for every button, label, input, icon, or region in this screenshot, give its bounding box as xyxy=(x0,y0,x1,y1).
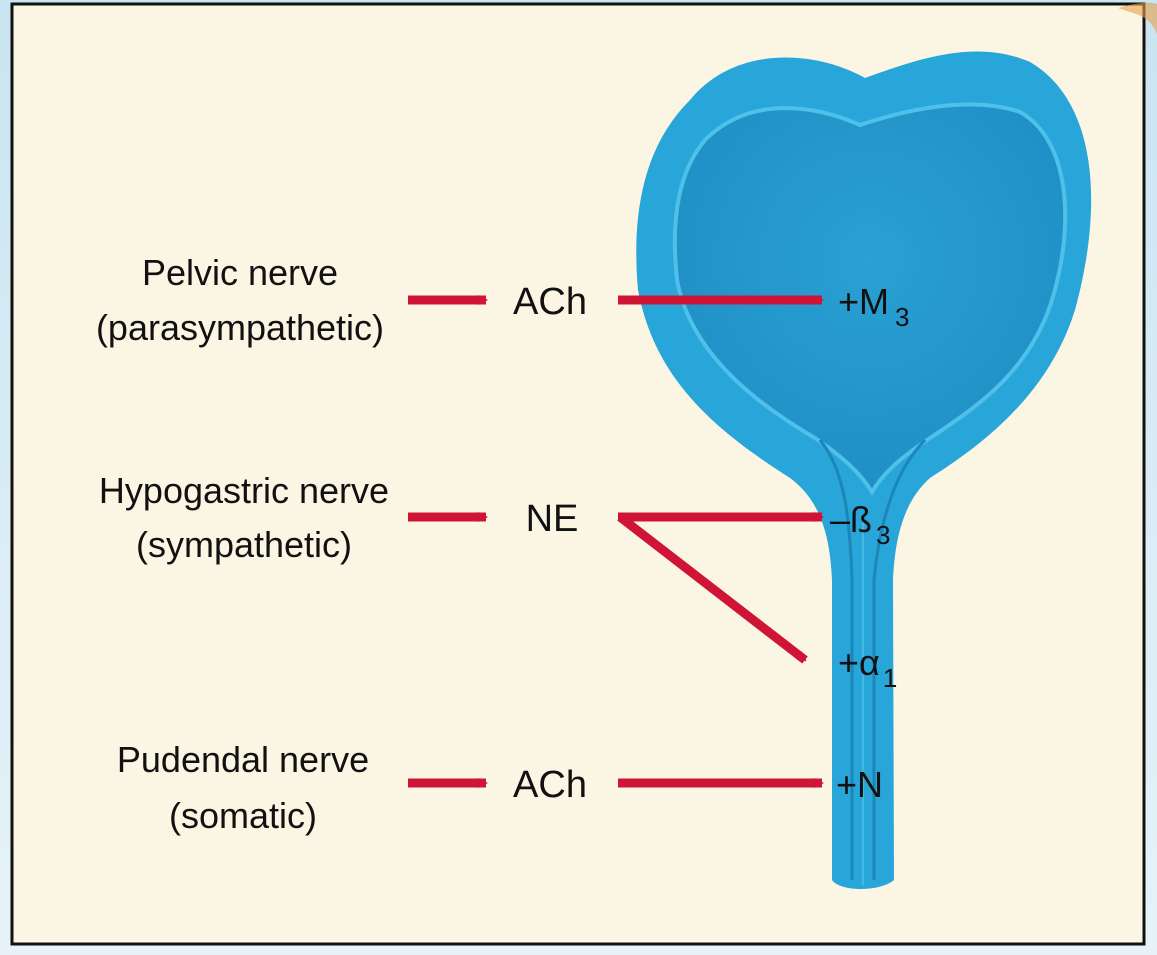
receptor-beta3-symbol: ß xyxy=(850,499,872,540)
receptor-n-sign: + xyxy=(836,764,857,805)
receptor-beta3-sign: – xyxy=(830,499,850,540)
hypogastric-nerve-type: (sympathetic) xyxy=(136,524,352,565)
receptor-alpha1-subscript: 1 xyxy=(883,663,897,693)
receptor-m3-symbol: M xyxy=(859,281,889,322)
receptor-beta3-subscript: 3 xyxy=(876,520,890,550)
pelvic-nerve-label: Pelvic nerve xyxy=(142,252,338,293)
pudendal-nerve-label: Pudendal nerve xyxy=(117,739,369,780)
receptor-alpha1-symbol: α xyxy=(859,642,880,683)
receptor-n-symbol: N xyxy=(857,764,883,805)
hypogastric-transmitter: NE xyxy=(526,498,579,540)
pelvic-nerve-type: (parasympathetic) xyxy=(96,307,384,348)
receptor-n: +N xyxy=(836,764,883,805)
receptor-alpha1-sign: + xyxy=(838,642,859,683)
pudendal-nerve-type: (somatic) xyxy=(169,795,317,836)
pelvic-transmitter: ACh xyxy=(513,281,587,323)
hypogastric-nerve-label: Hypogastric nerve xyxy=(99,470,389,511)
receptor-m3-sign: + xyxy=(838,281,859,322)
receptor-m3-subscript: 3 xyxy=(895,302,909,332)
pudendal-transmitter: ACh xyxy=(513,764,587,806)
